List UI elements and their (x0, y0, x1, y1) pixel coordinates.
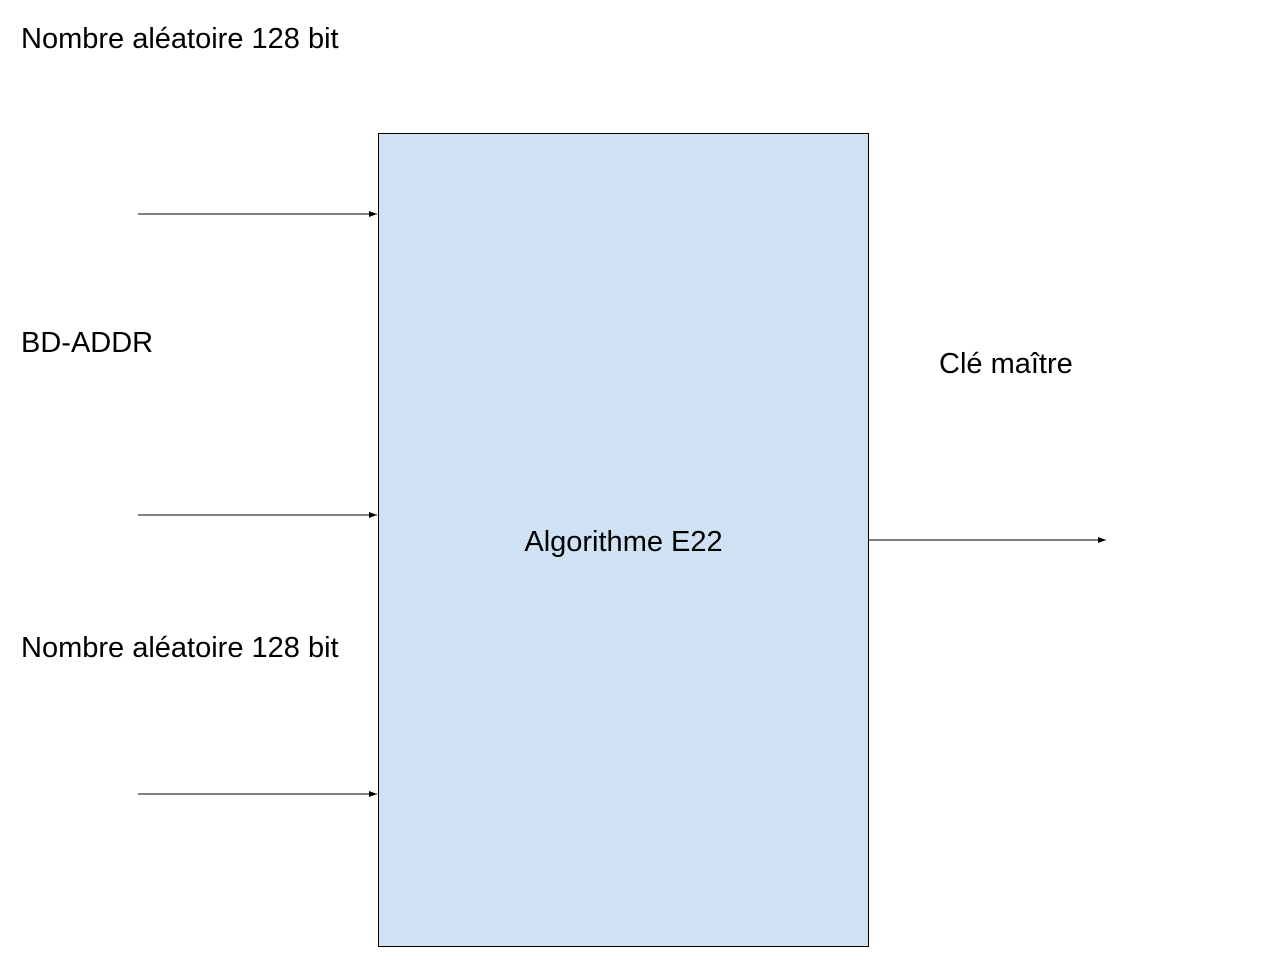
input-label-bd-addr: BD-ADDR (21, 327, 154, 359)
input-label-random-number-top: Nombre aléatoire 128 bit (21, 23, 339, 55)
input-label-random-number-bottom: Nombre aléatoire 128 bit (21, 632, 339, 664)
algorithm-label: Algorithme E22 (524, 526, 723, 558)
output-label-master-key: Clé maître (939, 348, 1073, 380)
algorithm-box: Algorithme E22 (378, 133, 869, 947)
